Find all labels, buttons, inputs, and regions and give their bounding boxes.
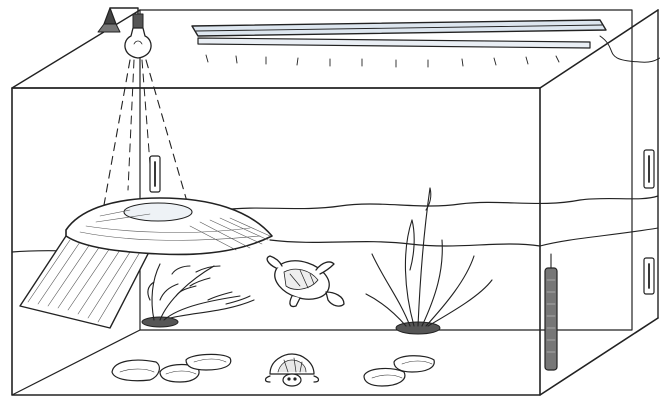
light-rays — [205, 54, 560, 68]
lamp-socket — [132, 13, 144, 29]
aquatic-plant-right — [365, 187, 493, 335]
heat-beam-center-left — [127, 59, 135, 191]
lamp-mount-arm — [109, 7, 139, 15]
tank-left-top-connector — [11, 9, 141, 89]
bulb-filament — [133, 40, 143, 45]
light-power-cord — [599, 35, 660, 63]
light-bulb-icon — [124, 27, 152, 59]
tank-right-panel — [539, 9, 659, 396]
rock-3 — [185, 353, 232, 371]
thermometer-right-lower — [643, 257, 655, 295]
turtle-head — [325, 291, 345, 307]
basking-platform — [65, 197, 273, 256]
uvb-light-tube — [191, 19, 660, 68]
thermometer-upper — [149, 155, 161, 193]
lamp-clamp-jaw — [97, 23, 121, 33]
swimming-turtle — [266, 255, 345, 308]
rock-5 — [393, 355, 435, 373]
rock-4 — [363, 367, 406, 387]
rock-2 — [159, 363, 200, 383]
water-line-right — [539, 227, 659, 247]
lamp-clamp — [103, 7, 117, 25]
submersible-heater — [544, 253, 558, 371]
bottom-turtle — [264, 353, 320, 387]
light-tube-inner-line — [195, 24, 603, 32]
water-line-back — [221, 195, 659, 211]
tank-back-edge — [139, 9, 633, 331]
aquatic-plant-left — [141, 263, 255, 328]
heat-beam-right — [145, 59, 189, 206]
bottom-turtle-head — [282, 373, 302, 387]
rock-1 — [111, 359, 160, 382]
tank-left-bottom-connector — [11, 329, 141, 396]
thermometer-right-upper — [643, 149, 655, 189]
substrate-rocks — [111, 353, 435, 387]
heat-beam-left — [103, 59, 131, 206]
light-tube-lower-bar — [197, 37, 591, 49]
heat-lamp — [97, 7, 189, 206]
heat-beam-center-right — [141, 59, 153, 191]
